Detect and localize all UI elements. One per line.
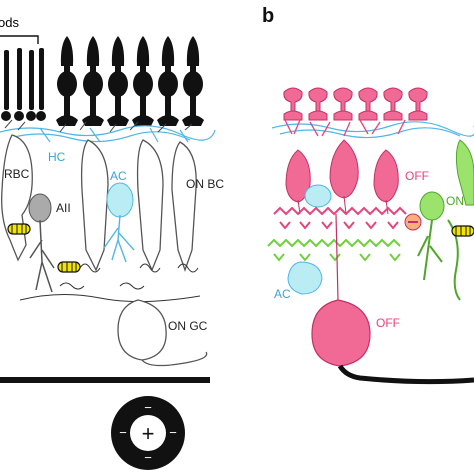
on-bipolar-cells-b bbox=[417, 139, 474, 301]
rbc-label: RBC bbox=[4, 167, 30, 181]
baseline-a bbox=[0, 377, 210, 383]
rf-surround-sign-right: − bbox=[169, 425, 177, 440]
gap-junction-b bbox=[451, 225, 474, 237]
on-label-b: ON bbox=[446, 194, 464, 208]
horizontal-cell-processes-b bbox=[271, 121, 474, 139]
panel-a: ods bbox=[0, 15, 224, 470]
rods-bracket-label: ods bbox=[0, 15, 19, 30]
panel-b: b OFF bbox=[262, 5, 474, 385]
inner-plexiform-terminals bbox=[19, 263, 201, 303]
ac-label-a: AC bbox=[110, 169, 127, 183]
amacrine-cell-b bbox=[304, 184, 332, 208]
rf-center-sign: + bbox=[142, 421, 155, 446]
panel-b-letter: b bbox=[262, 5, 274, 27]
on-ganglion-cell bbox=[117, 299, 208, 367]
outer-dendrites-b bbox=[284, 119, 406, 137]
horizontal-cell-processes bbox=[0, 125, 216, 143]
amacrine-cell-b-lower bbox=[287, 261, 323, 295]
on-bc-label: ON BC bbox=[186, 177, 224, 191]
outer-plexiform-dendrites bbox=[4, 119, 193, 133]
receptive-field-symbol: + − − − − bbox=[111, 396, 185, 470]
off-bipolar-cells bbox=[285, 139, 399, 215]
inhibitory-synapse bbox=[404, 213, 422, 231]
rf-surround-sign-left: − bbox=[119, 425, 127, 440]
off-gc-label: OFF bbox=[376, 316, 400, 330]
on-bipolar-cells bbox=[80, 139, 197, 272]
rods bbox=[1, 48, 46, 121]
off-photoreceptor-terminals bbox=[283, 87, 428, 121]
rf-surround-sign-top: − bbox=[144, 400, 152, 415]
off-bc-label: OFF bbox=[405, 169, 429, 183]
on-axon-terminals bbox=[267, 238, 401, 262]
amacrine-cell bbox=[103, 182, 135, 263]
rf-surround-sign-bottom: − bbox=[144, 450, 152, 465]
aii-label: AII bbox=[56, 201, 71, 215]
off-axon-terminals bbox=[273, 206, 407, 230]
ac-label-b: AC bbox=[274, 287, 291, 301]
rods-bracket bbox=[0, 35, 39, 44]
off-ganglion-cell bbox=[311, 213, 371, 367]
gap-junctions-a bbox=[7, 223, 81, 273]
aii-amacrine-cell bbox=[28, 193, 55, 293]
on-gc-label: ON GC bbox=[168, 319, 208, 333]
off-ganglion-axon bbox=[337, 364, 474, 385]
hc-label: HC bbox=[48, 150, 66, 164]
rod-bipolar-cell bbox=[1, 134, 33, 262]
cone-photoreceptors bbox=[56, 36, 204, 126]
